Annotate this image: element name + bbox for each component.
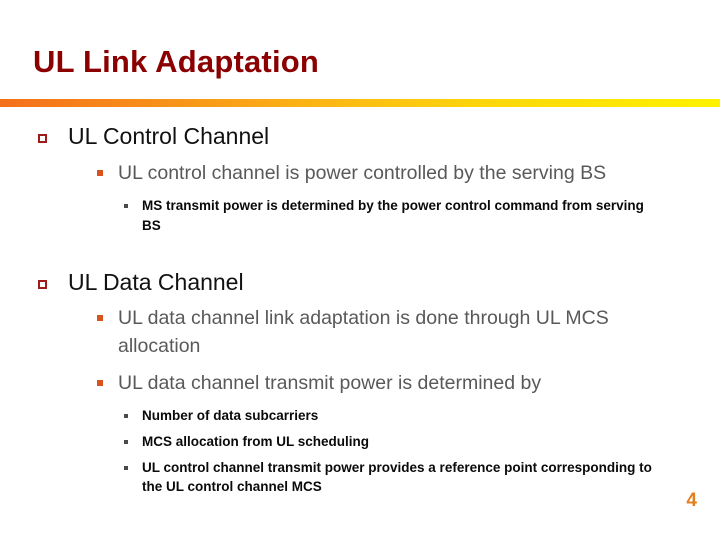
sub-bullet-item-ms-transmit-power: MS transmit power is determined by the p… xyxy=(0,196,720,235)
bullet-item-ul-control-power: UL control channel is power controlled b… xyxy=(0,160,720,188)
sub-bullet-item-label: Number of data subcarriers xyxy=(142,408,319,424)
slide-body: UL Control Channel UL control channel is… xyxy=(0,112,720,497)
hollow-square-bullet-icon xyxy=(38,134,47,143)
bullet-item-label: UL data channel link adaptation is done … xyxy=(118,307,609,357)
section-heading-ul-control-channel: UL Control Channel xyxy=(0,122,720,151)
sub-bullet-item-reference-point: UL control channel transmit power provid… xyxy=(0,458,720,497)
sub-bullet-item-number-of-data-subcarriers: Number of data subcarriers xyxy=(0,406,720,426)
section-heading-label: UL Data Channel xyxy=(68,268,244,295)
sub-bullet-item-label: MCS allocation from UL scheduling xyxy=(142,433,370,449)
bullet-item-label: UL control channel is power controlled b… xyxy=(118,161,607,184)
filled-square-bullet-icon xyxy=(97,169,103,176)
tiny-square-bullet-icon xyxy=(124,465,128,470)
sub-bullet-item-mcs-allocation: MCS allocation from UL scheduling xyxy=(0,432,720,452)
tiny-square-bullet-icon xyxy=(124,414,128,419)
bullet-item-ul-data-link-adaptation: UL data channel link adaptation is done … xyxy=(0,305,720,360)
page-title: UL Link Adaptation xyxy=(33,44,320,79)
filled-square-bullet-icon xyxy=(97,379,103,386)
sub-bullet-group-ul-data: Number of data subcarriers MCS allocatio… xyxy=(0,406,720,496)
title-divider-rule xyxy=(0,99,720,107)
sub-bullet-group-ul-control: MS transmit power is determined by the p… xyxy=(0,196,720,235)
section-heading-ul-data-channel: UL Data Channel xyxy=(0,268,720,297)
sub-bullet-item-label: MS transmit power is determined by the p… xyxy=(142,198,644,233)
tiny-square-bullet-icon xyxy=(124,204,128,209)
hollow-square-bullet-icon xyxy=(38,279,47,289)
sub-bullet-item-label: UL control channel transmit power provid… xyxy=(142,459,652,495)
filled-square-bullet-icon xyxy=(97,315,103,322)
section-spacer xyxy=(0,236,720,258)
section-heading-label: UL Control Channel xyxy=(68,123,270,149)
bullet-item-ul-data-transmit-power: UL data channel transmit power is determ… xyxy=(0,370,720,398)
bullet-item-label: UL data channel transmit power is determ… xyxy=(118,371,542,394)
tiny-square-bullet-icon xyxy=(124,439,128,444)
page-number: 4 xyxy=(686,490,697,511)
